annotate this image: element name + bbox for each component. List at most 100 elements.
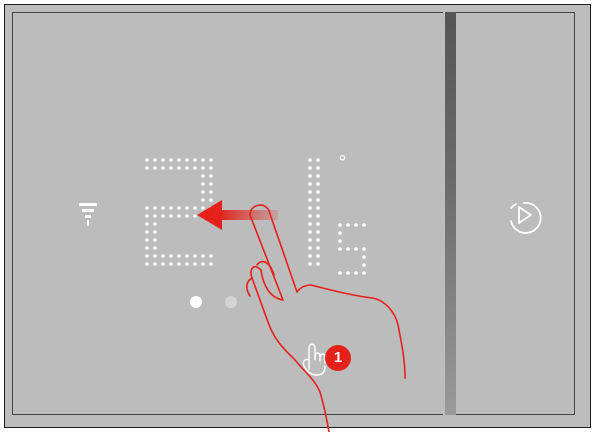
- matrix-dot: [362, 263, 366, 267]
- matrix-dot: [145, 166, 149, 170]
- matrix-dot: [209, 254, 213, 258]
- matrix-dot: [177, 214, 181, 218]
- matrix-dot: [308, 214, 312, 218]
- matrix-dot: [169, 214, 173, 218]
- page-dot[interactable]: [225, 296, 237, 308]
- matrix-dot: [316, 158, 320, 162]
- matrix-dot: [209, 262, 213, 266]
- matrix-dot: [145, 214, 149, 218]
- matrix-dot: [308, 174, 312, 178]
- matrix-dot: [316, 166, 320, 170]
- matrix-dot: [201, 254, 205, 258]
- matrix-dot: [153, 206, 157, 210]
- matrix-dot: [145, 158, 149, 162]
- matrix-dot: [153, 222, 157, 226]
- matrix-dot: [316, 182, 320, 186]
- matrix-dot: [193, 158, 197, 162]
- matrix-dot: [338, 239, 342, 243]
- matrix-dot: [161, 262, 165, 266]
- matrix-dot: [308, 198, 312, 202]
- matrix-dot: [145, 246, 149, 250]
- matrix-dot: [145, 238, 149, 242]
- matrix-dot: [209, 158, 213, 162]
- matrix-dot: [177, 254, 181, 258]
- matrix-dot: [201, 198, 205, 202]
- matrix-dot: [362, 271, 366, 275]
- matrix-dot: [362, 255, 366, 259]
- matrix-dot: [308, 246, 312, 250]
- matrix-dot: [308, 166, 312, 170]
- matrix-dot: [185, 158, 189, 162]
- matrix-dot: [354, 223, 358, 227]
- matrix-dot: [362, 223, 366, 227]
- temperature-digit-decimal: [338, 223, 366, 275]
- matrix-dot: [177, 158, 181, 162]
- matrix-dot: [145, 206, 149, 210]
- matrix-dot: [169, 262, 173, 266]
- matrix-dot: [169, 206, 173, 210]
- matrix-dot: [201, 190, 205, 194]
- matrix-dot: [316, 230, 320, 234]
- play-button[interactable]: [506, 197, 542, 233]
- matrix-dot: [169, 254, 173, 258]
- temperature-digit-ones: [308, 158, 320, 266]
- matrix-dot: [161, 254, 165, 258]
- matrix-dot: [316, 222, 320, 226]
- page-dot-active[interactable]: [190, 296, 202, 308]
- matrix-dot: [185, 254, 189, 258]
- matrix-dot: [193, 206, 197, 210]
- matrix-dot: [153, 262, 157, 266]
- matrix-dot: [193, 262, 197, 266]
- wifi-signal-icon: [79, 203, 97, 226]
- matrix-dot: [145, 230, 149, 234]
- matrix-dot: [185, 166, 189, 170]
- tap-hand-icon: [303, 344, 325, 375]
- matrix-dot: [316, 174, 320, 178]
- matrix-dot: [161, 214, 165, 218]
- matrix-dot: [316, 214, 320, 218]
- matrix-dot: [201, 206, 205, 210]
- matrix-dot: [201, 262, 205, 266]
- matrix-dot: [201, 166, 205, 170]
- matrix-dot: [346, 247, 350, 251]
- matrix-dot: [362, 247, 366, 251]
- matrix-dot: [338, 231, 342, 235]
- matrix-dot: [338, 271, 342, 275]
- matrix-dot: [316, 206, 320, 210]
- matrix-dot: [177, 166, 181, 170]
- step-number-badge: 1: [325, 345, 351, 371]
- matrix-dot: [193, 254, 197, 258]
- matrix-dot: [308, 222, 312, 226]
- matrix-dot: [201, 158, 205, 162]
- matrix-dot: [346, 271, 350, 275]
- matrix-dot: [209, 174, 213, 178]
- matrix-dot: [161, 206, 165, 210]
- matrix-dot: [169, 158, 173, 162]
- matrix-dot: [145, 222, 149, 226]
- matrix-dot: [161, 158, 165, 162]
- matrix-dot: [193, 214, 197, 218]
- matrix-dot: [145, 262, 149, 266]
- matrix-dot: [209, 166, 213, 170]
- matrix-dot: [354, 247, 358, 251]
- matrix-dot: [185, 262, 189, 266]
- matrix-dot: [185, 206, 189, 210]
- matrix-dot: [161, 166, 165, 170]
- matrix-dot: [201, 182, 205, 186]
- matrix-dot: [209, 182, 213, 186]
- matrix-dot: [153, 158, 157, 162]
- matrix-dot: [316, 198, 320, 202]
- hand-pointer-icon: [247, 205, 405, 432]
- matrix-dot: [177, 262, 181, 266]
- matrix-dot: [308, 262, 312, 266]
- matrix-dot: [201, 174, 205, 178]
- matrix-dot: [316, 190, 320, 194]
- matrix-dot: [153, 166, 157, 170]
- matrix-dot: [209, 198, 213, 202]
- matrix-dot: [346, 223, 350, 227]
- matrix-dot: [308, 254, 312, 258]
- matrix-dot: [153, 254, 157, 258]
- matrix-dot: [316, 246, 320, 250]
- matrix-dot: [316, 254, 320, 258]
- matrix-dot: [153, 214, 157, 218]
